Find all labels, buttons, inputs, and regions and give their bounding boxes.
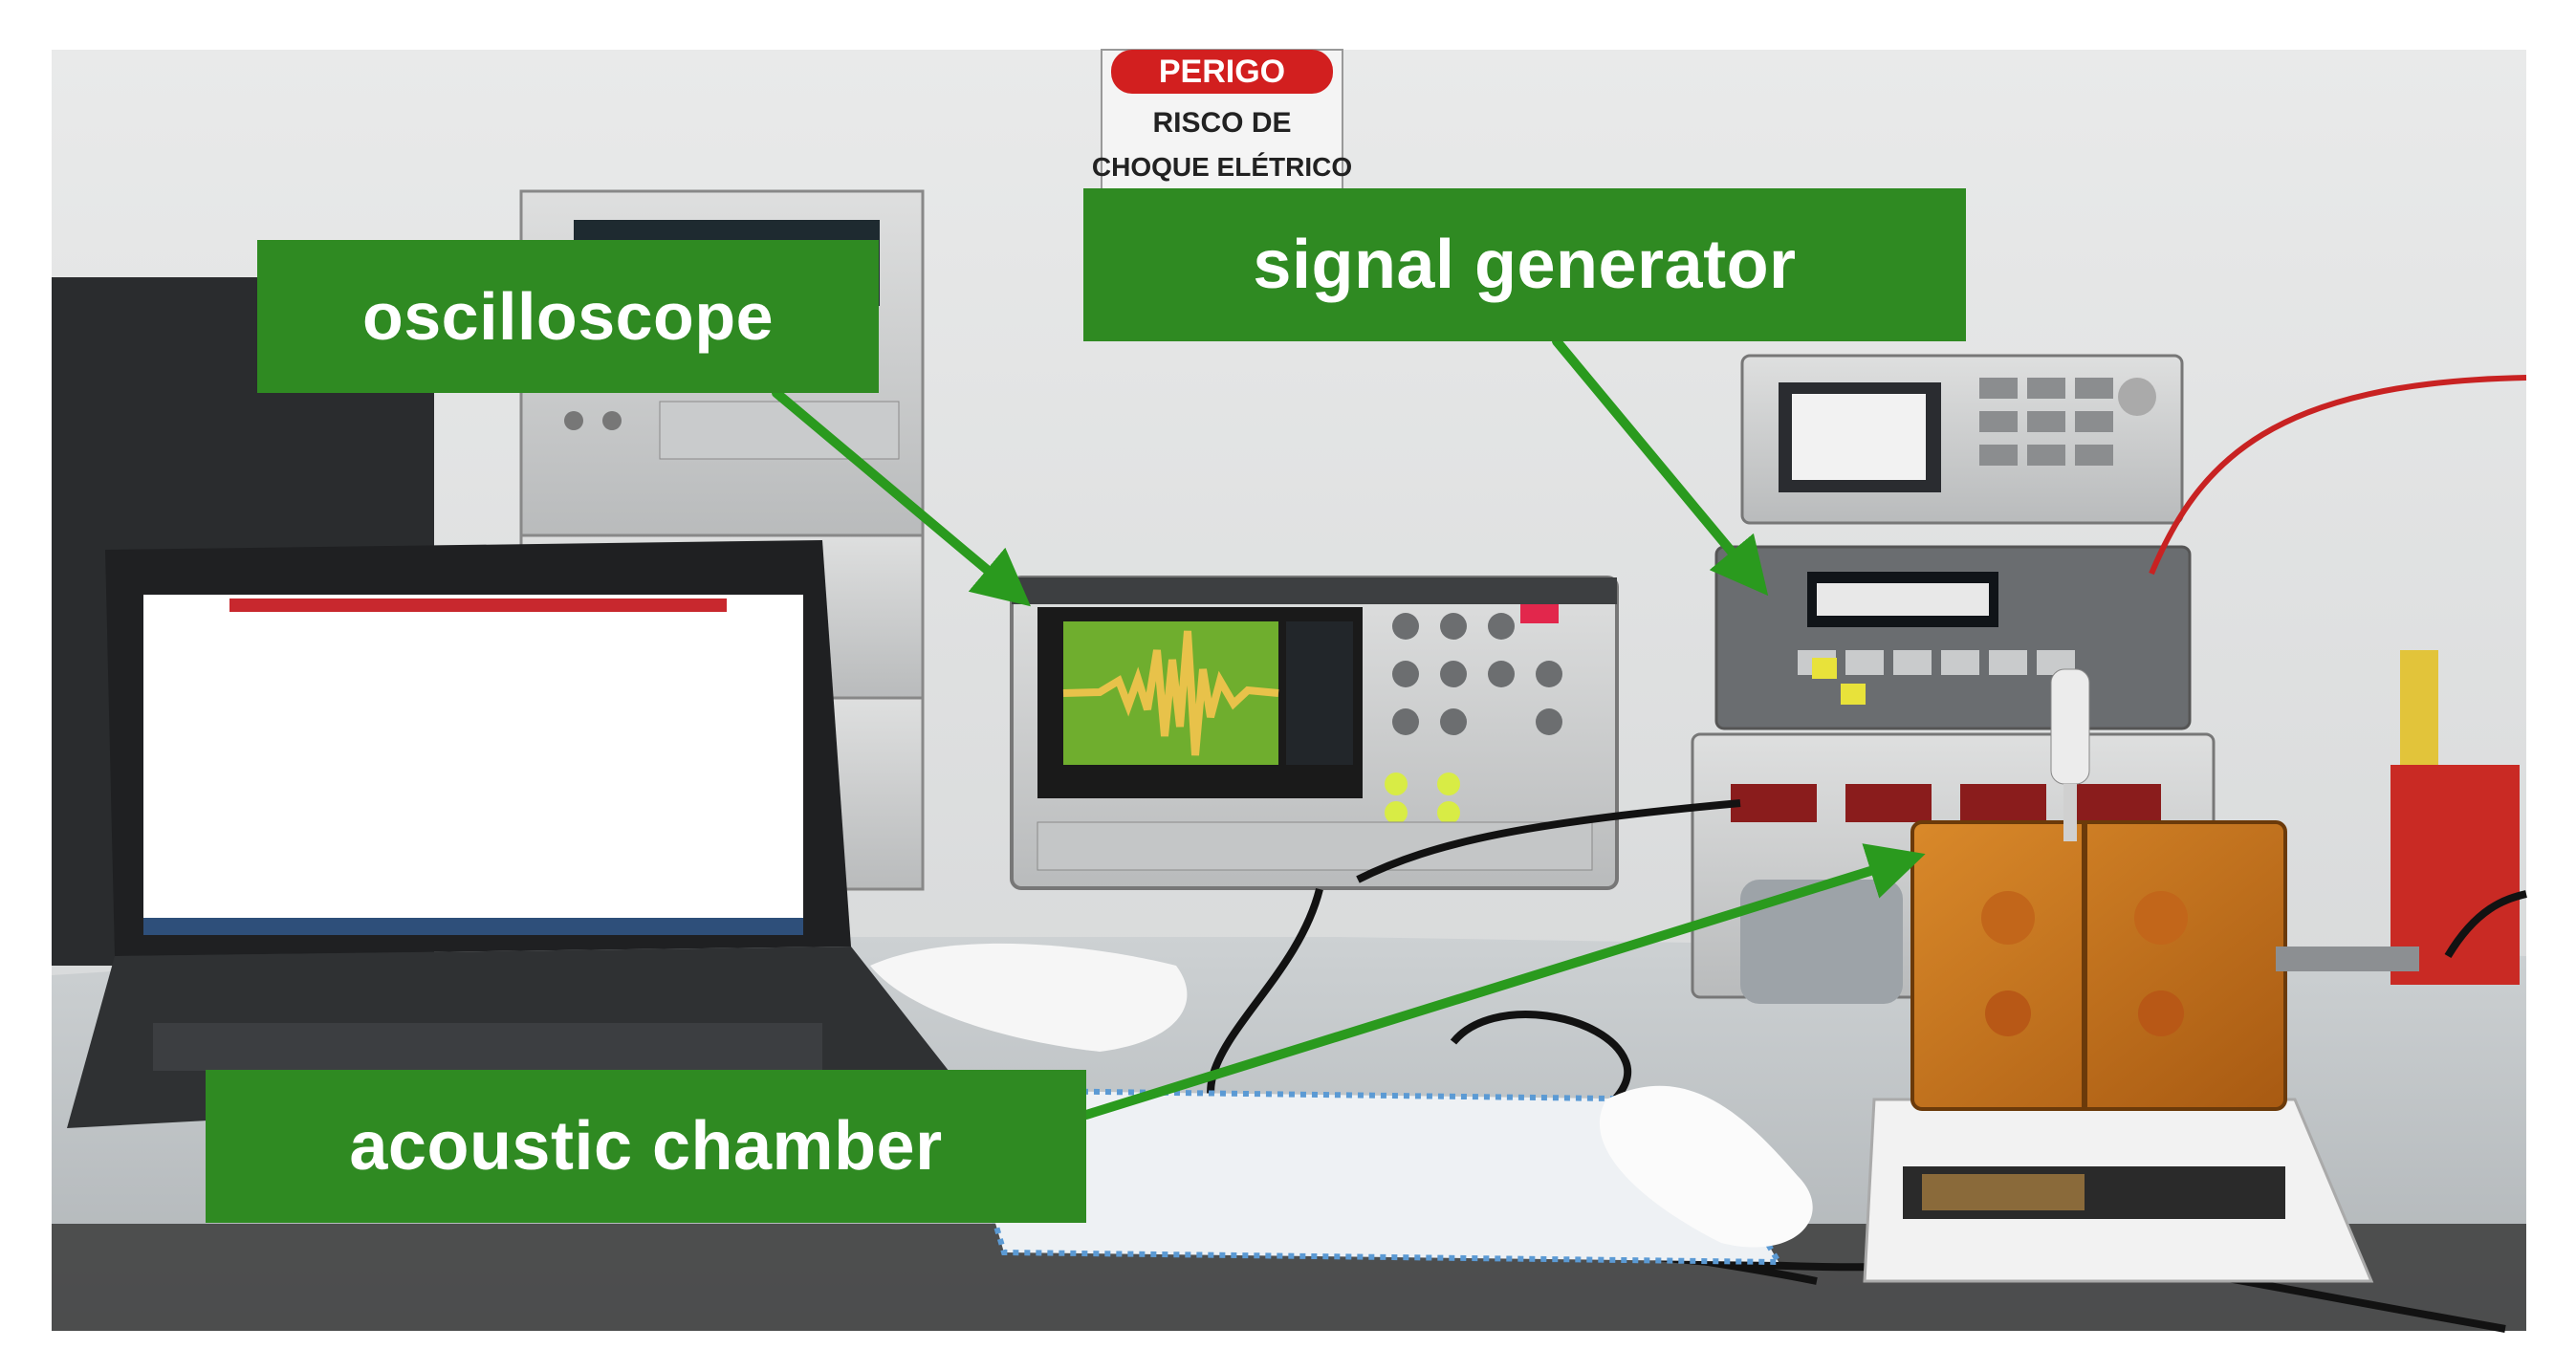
acoustic-chamber	[1740, 668, 2419, 1283]
tissue-1	[870, 943, 1188, 1052]
laptop-screen	[143, 595, 803, 934]
acoustic-chamber-arrow	[1081, 843, 1926, 1120]
sign-title: PERIGO	[1159, 54, 1285, 90]
laptop	[67, 540, 956, 1128]
tissue-2	[1599, 1085, 1813, 1248]
sign-line-1: RISCO DE	[1152, 107, 1291, 139]
warning-sign: PERIGO RISCO DE CHOQUE ELÉTRICO	[1092, 49, 1352, 194]
acoustic-chamber-label: acoustic chamber	[206, 1070, 1086, 1223]
signal-generator-stack	[1691, 354, 2216, 999]
red-cable	[2149, 375, 2527, 576]
oscilloscope-label: oscilloscope	[257, 240, 879, 393]
signal-generator-arrow	[1552, 337, 1769, 597]
sign-line-2: CHOQUE ELÉTRICO	[1092, 152, 1352, 182]
oscilloscope-arrow	[772, 388, 1031, 607]
annotation-arrows	[772, 337, 1926, 1120]
oscilloscope	[1010, 576, 1619, 890]
yellow-object	[2400, 650, 2438, 765]
signal-generator-label: signal generator	[1083, 188, 1966, 341]
